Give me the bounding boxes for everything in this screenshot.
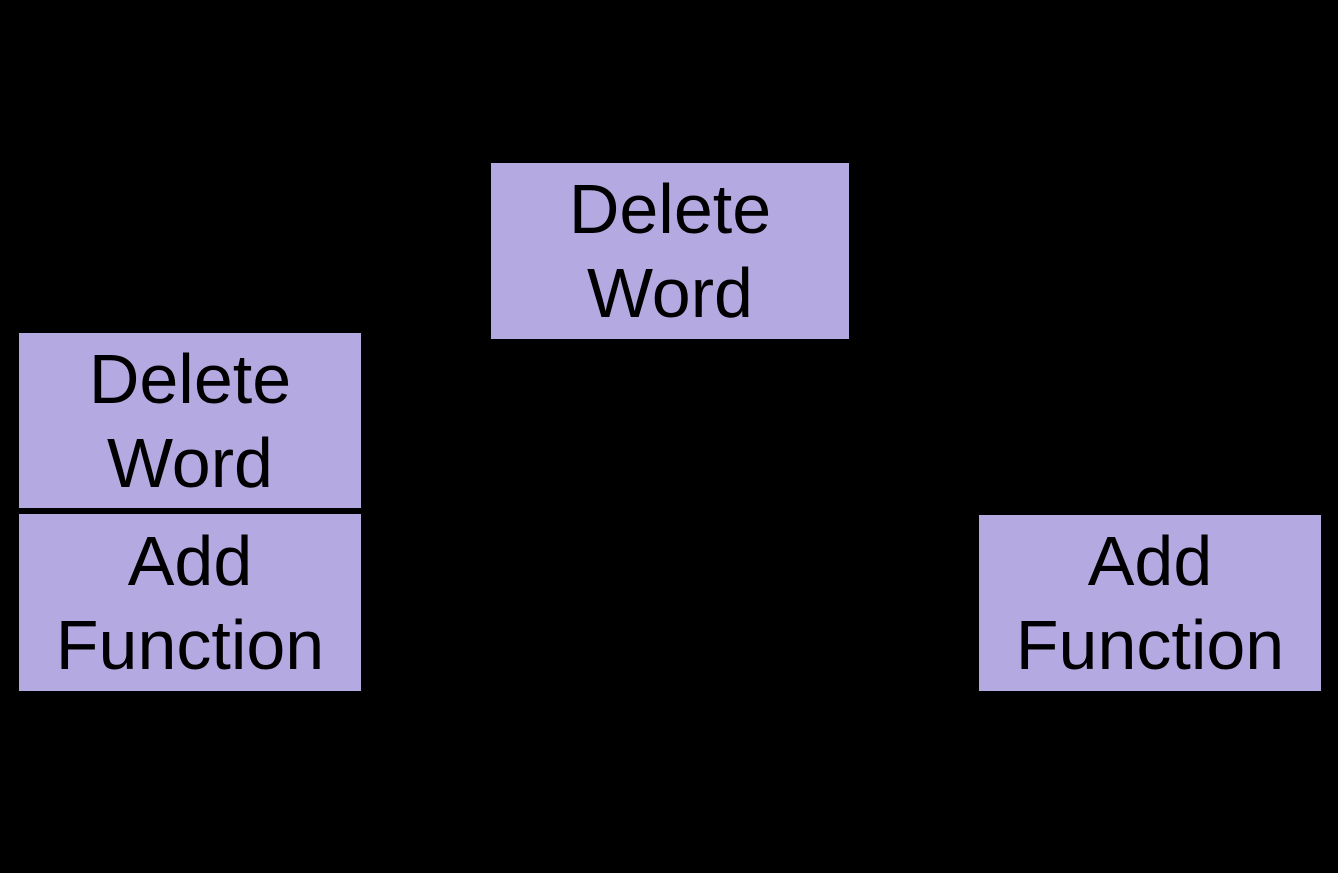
node-label-line2: Function [1015, 606, 1285, 684]
node-label-line2: Word [587, 254, 753, 332]
node-label-line1: Delete [88, 339, 292, 418]
node-label-line1: Add [127, 521, 253, 600]
node-cell-add-function: Add Function [19, 514, 361, 691]
node-label-line1: Delete [568, 170, 772, 248]
node-cell-delete-word: Delete Word [19, 333, 361, 508]
cell-divider [19, 508, 361, 514]
node-label-line2: Function [55, 605, 325, 684]
node-add-function-right: Add Function [979, 515, 1321, 691]
node-label-line2: Word [107, 423, 273, 502]
node-label-line1: Add [1087, 522, 1213, 600]
node-delete-word-top: Delete Word [491, 163, 849, 339]
node-stack-left: Delete Word Add Function [19, 333, 361, 691]
